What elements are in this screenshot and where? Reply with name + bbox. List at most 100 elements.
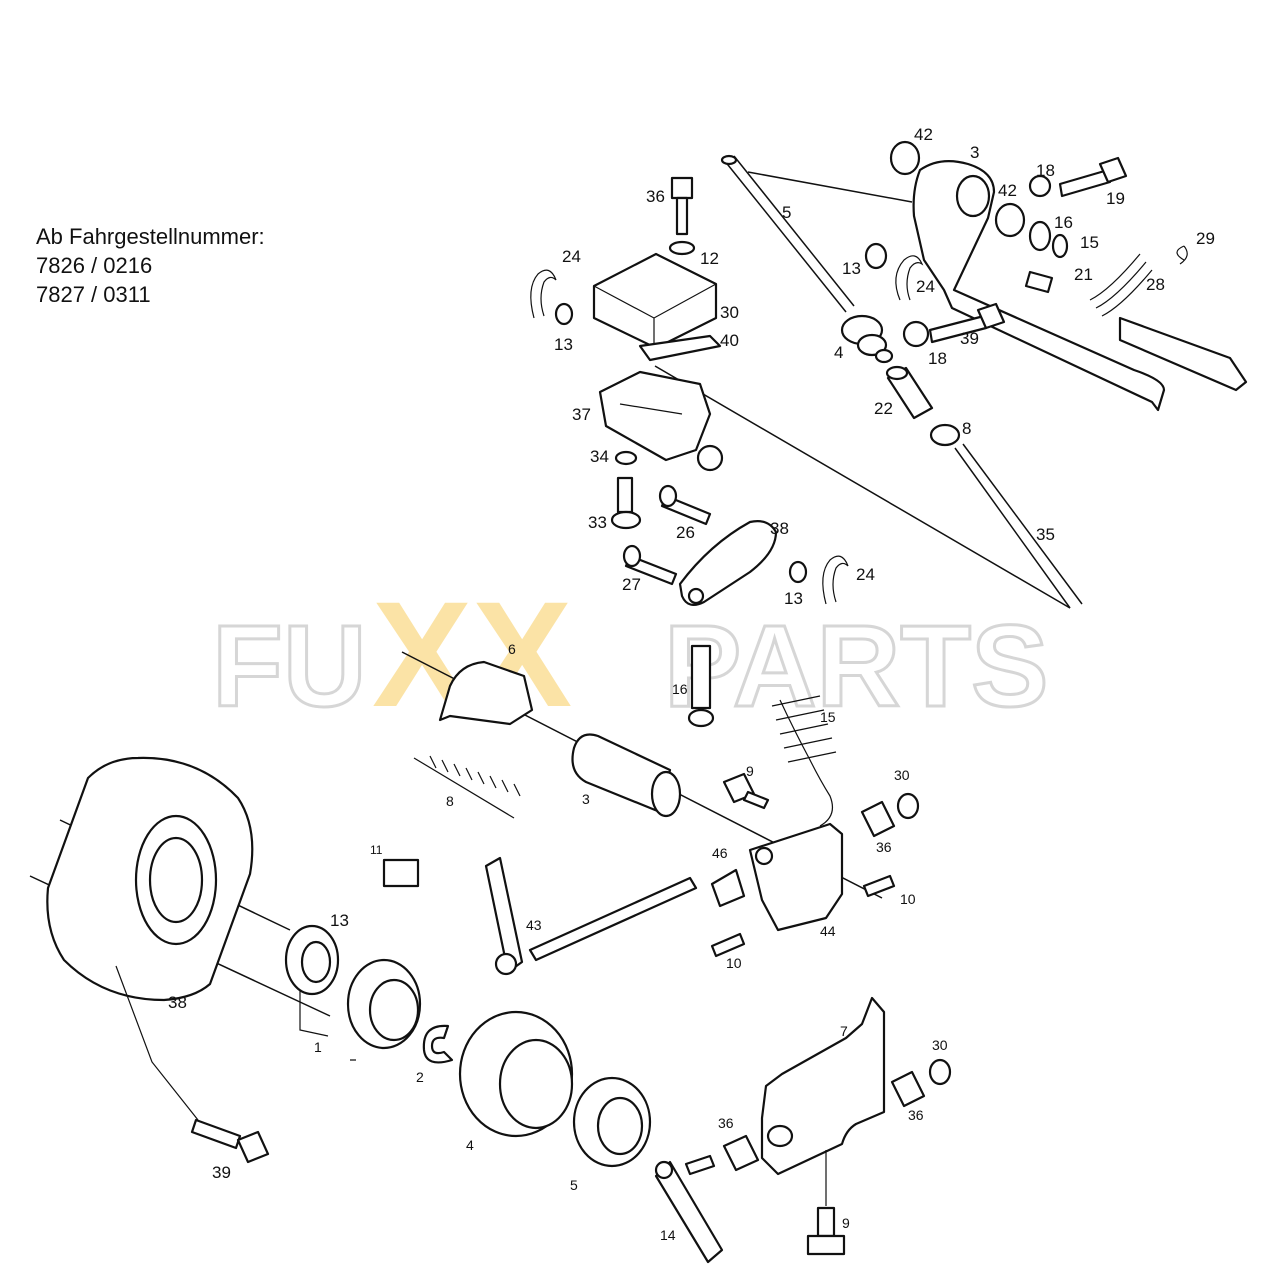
callout-13b: 13 [554, 335, 573, 354]
callout-34: 34 [590, 447, 609, 466]
pin-10b [710, 932, 746, 958]
callout-43: 43 [526, 917, 542, 933]
spring-28 [1089, 253, 1153, 317]
bush-46 [710, 868, 746, 908]
bolt-19 [1058, 168, 1112, 198]
callout-1: 1 [314, 1039, 322, 1055]
washer-12 [668, 240, 696, 256]
ring-30c [928, 1058, 952, 1086]
ring-30b [896, 792, 920, 820]
master-cylinder-group [530, 176, 849, 607]
bolt-9b [816, 1206, 836, 1238]
callout-16b: 16 [672, 681, 688, 697]
pedal-pad [1118, 316, 1248, 392]
callout-5b: 5 [570, 1177, 578, 1193]
washer-34 [614, 450, 638, 466]
lever-38a [678, 520, 778, 607]
chassis-number-1: 7826 / 0216 [36, 253, 153, 278]
washer-13a [864, 242, 888, 270]
bush-36b [860, 800, 896, 838]
clip-24b [530, 269, 557, 319]
fork-7 [760, 996, 886, 1176]
pedal-assembly [654, 140, 1248, 609]
callout-11: 11 [370, 843, 383, 857]
release-fork-group [654, 996, 952, 1264]
callout-26: 26 [676, 523, 695, 542]
callout-4a: 4 [834, 343, 843, 362]
bolt-39b [190, 1118, 242, 1150]
nut-18a [1028, 174, 1052, 198]
callout-13c: 13 [784, 589, 803, 608]
callout-29: 29 [1196, 229, 1215, 248]
callout-28: 28 [1146, 275, 1165, 294]
callout-38b: 38 [168, 993, 187, 1012]
callout-3b: 3 [582, 791, 590, 807]
callout-9a: 9 [746, 763, 754, 779]
callout-30a: 30 [720, 303, 739, 322]
callout-37: 37 [572, 405, 591, 424]
bush-42b [994, 202, 1026, 238]
plate-40 [638, 334, 722, 362]
callout-40: 40 [720, 331, 739, 350]
callout-19: 19 [1106, 189, 1125, 208]
callout-36a: 36 [646, 187, 665, 206]
spring-15 [779, 699, 833, 827]
callout-39b: 39 [212, 1163, 231, 1182]
callout-13d: 13 [330, 911, 349, 930]
rod-5 [723, 159, 847, 313]
bolt-16 [690, 644, 712, 710]
callout-4b: 4 [466, 1137, 474, 1153]
callout-15b: 15 [820, 709, 836, 725]
callout-36d: 36 [718, 1115, 734, 1131]
release-lever [484, 856, 524, 974]
bolt-33 [616, 476, 634, 514]
bracket-6 [438, 660, 534, 726]
callout-30c: 30 [932, 1037, 948, 1053]
callout-22: 22 [874, 399, 893, 418]
bolt-36a [670, 176, 694, 200]
rod-35 [954, 447, 1071, 609]
clutch-assembly [29, 756, 652, 1168]
callout-30b: 30 [894, 767, 910, 783]
watermark: FU XX PARTS [211, 570, 1051, 738]
callout-2: 2 [416, 1069, 424, 1085]
callout-16a: 16 [1054, 213, 1073, 232]
callout-7: 7 [840, 1023, 848, 1039]
spring-8 [413, 757, 515, 819]
washer-13c [788, 560, 808, 584]
callout-6: 6 [508, 641, 516, 657]
callout-5a: 5 [782, 203, 791, 222]
callout-38a: 38 [770, 519, 789, 538]
central-shaft-group [382, 644, 920, 976]
bush-36c [890, 1070, 926, 1108]
clip-29 [1176, 245, 1188, 265]
callout-36b: 36 [876, 839, 892, 855]
clip-24a [895, 255, 924, 301]
callout-42b: 42 [998, 181, 1017, 200]
callout-36c: 36 [908, 1107, 924, 1123]
callout-44: 44 [820, 923, 836, 939]
pedal-arm-3 [912, 159, 1166, 412]
callout-13a: 13 [842, 259, 861, 278]
callout-8a: 8 [962, 419, 971, 438]
callout-35: 35 [1036, 525, 1055, 544]
callout-39a: 39 [960, 329, 979, 348]
callout-24b: 24 [562, 247, 581, 266]
pin-10a [862, 874, 896, 898]
callout-46: 46 [712, 845, 728, 861]
watermark-fu: FU [212, 601, 367, 731]
callout-9b: 9 [842, 1215, 850, 1231]
callout-27: 27 [622, 575, 641, 594]
chassis-number-note: Ab Fahrgestellnummer: 7826 / 0216 7827 /… [36, 222, 265, 309]
callout-42a: 42 [914, 125, 933, 144]
washer-13b [554, 302, 574, 326]
cylinder-37 [598, 370, 712, 462]
circlip-2 [422, 1024, 454, 1064]
clip-11 [382, 858, 420, 888]
callout-8b: 8 [446, 793, 454, 809]
callout-14: 14 [660, 1227, 676, 1243]
screw-21 [1024, 270, 1054, 294]
callout-33: 33 [588, 513, 607, 532]
bracket-44 [748, 822, 844, 932]
